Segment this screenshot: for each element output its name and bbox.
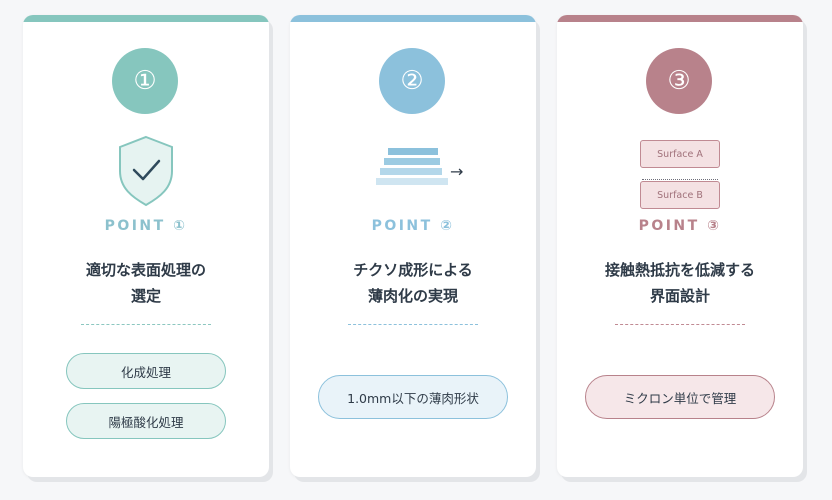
point-number-badge: ① <box>112 48 178 114</box>
point-card-3: ③ Surface A Surface B POINT ③ 接触熱抵抗を低減する… <box>557 15 803 477</box>
card-accent-bar <box>290 15 536 22</box>
contact-surfaces-icon: Surface A Surface B <box>557 140 803 220</box>
dashed-divider <box>348 324 478 325</box>
card-heading-line: 界面設計 <box>649 287 710 305</box>
dashed-divider <box>81 324 211 325</box>
point-label: POINT ③ <box>638 218 722 234</box>
point-card-2: ② → POINT ② チクソ成形による 薄肉化の実現 1.0mm以下の薄肉形状 <box>290 15 536 477</box>
card-heading-line: 適切な表面処理の <box>85 261 206 279</box>
surface-b-box: Surface B <box>640 181 720 209</box>
point-card-1: ① POINT ① 適切な表面処理の 選定 化成処理 陽極酸化処理 <box>23 15 269 477</box>
card-heading-line: チクソ成形による <box>353 261 473 279</box>
card-heading-line: 薄肉化の実現 <box>367 287 458 305</box>
tag-pill: 陽極酸化処理 <box>66 403 226 439</box>
stacked-layers-icon <box>376 148 448 185</box>
surface-a-box: Surface A <box>640 140 720 168</box>
tag-pill: 化成処理 <box>66 353 226 389</box>
card-heading-line: 選定 <box>130 287 161 305</box>
illustration <box>23 135 269 215</box>
arrow-right-icon: → <box>450 162 464 181</box>
card-heading: 適切な表面処理の 選定 <box>23 257 269 309</box>
interface-gap-line <box>642 179 718 180</box>
card-heading: チクソ成形による 薄肉化の実現 <box>290 257 536 309</box>
tag-pill: ミクロン単位で管理 <box>585 375 775 419</box>
point-label: POINT ② <box>371 218 455 234</box>
shield-check-icon <box>119 135 173 207</box>
dashed-divider <box>615 324 745 325</box>
card-heading: 接触熱抵抗を低減する 界面設計 <box>557 257 803 309</box>
point-label: POINT ① <box>104 218 188 234</box>
card-heading-line: 接触熱抵抗を低減する <box>604 261 755 279</box>
point-number-badge: ③ <box>646 48 712 114</box>
card-accent-bar <box>557 15 803 22</box>
illustration: → <box>290 135 536 215</box>
point-number-badge: ② <box>379 48 445 114</box>
card-accent-bar <box>23 15 269 22</box>
tag-pill: 1.0mm以下の薄肉形状 <box>318 375 508 419</box>
